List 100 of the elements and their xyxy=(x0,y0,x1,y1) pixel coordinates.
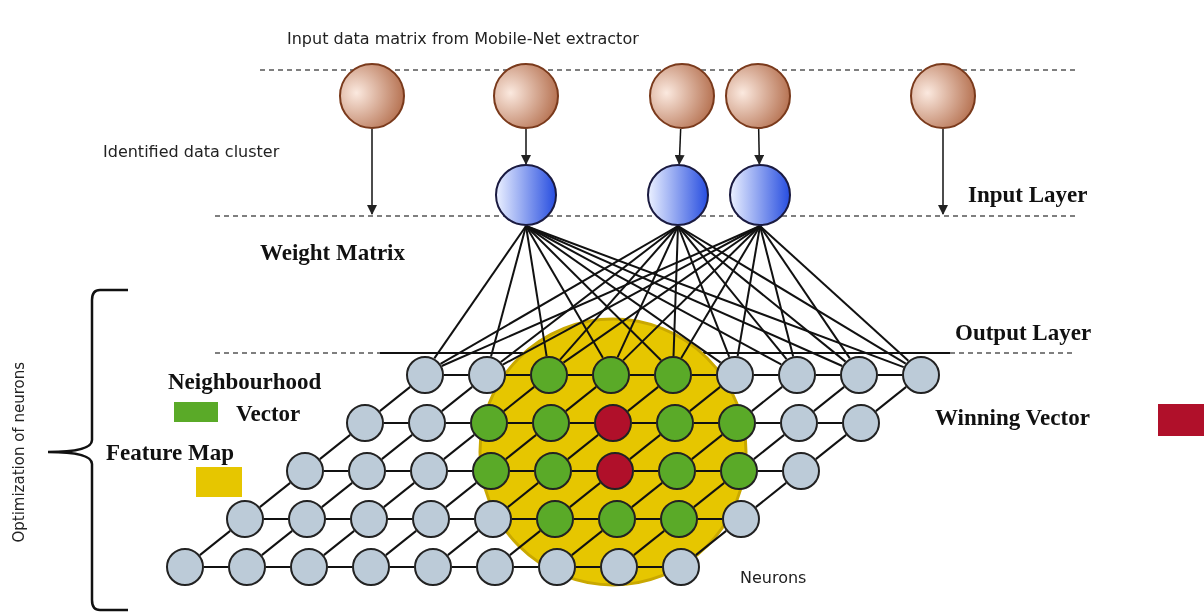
connection-line xyxy=(573,518,599,520)
side-label: Optimization of neurons xyxy=(10,361,28,543)
neuron-circle xyxy=(286,452,324,490)
neuron-circle xyxy=(350,500,388,538)
neuron-circle xyxy=(410,452,448,490)
connection-line xyxy=(320,481,354,509)
connection-line xyxy=(384,529,418,557)
heading-text: Input data matrix from Mobile-Net extractor xyxy=(287,29,639,48)
connection-line xyxy=(263,518,289,520)
connection-line xyxy=(567,374,593,376)
connection-line xyxy=(564,385,598,413)
connection-line xyxy=(443,374,469,376)
connection-line xyxy=(389,566,415,568)
neuron-circle xyxy=(408,404,446,442)
connection-line xyxy=(378,385,412,413)
connection-line xyxy=(677,225,731,358)
connection-line xyxy=(632,529,666,557)
connection-line xyxy=(692,481,726,509)
neuron-circle xyxy=(290,548,328,586)
connection-line xyxy=(812,385,846,413)
connection-line xyxy=(874,385,908,413)
connection-line xyxy=(203,566,229,568)
neuron-circle xyxy=(228,548,266,586)
connection-line xyxy=(633,470,659,472)
neuron-circle xyxy=(902,356,940,394)
neuron-circle xyxy=(472,452,510,490)
connection-line xyxy=(754,481,788,509)
legend-text: Neighbourhood Vector xyxy=(168,368,323,428)
neuron-circle xyxy=(468,356,506,394)
neuron-circle xyxy=(346,404,384,442)
connection-line xyxy=(380,433,414,461)
arrow xyxy=(938,128,948,215)
connection-line xyxy=(566,433,600,461)
connection-line xyxy=(258,481,292,509)
connection-line xyxy=(626,385,660,413)
arrow xyxy=(521,128,531,165)
annotation-text: Neurons xyxy=(740,568,807,587)
connection-line xyxy=(631,422,657,424)
connection-line xyxy=(672,225,679,357)
connection-line xyxy=(677,225,847,363)
connection-line xyxy=(323,470,349,472)
connection-line xyxy=(570,529,604,557)
connection-line xyxy=(815,374,841,376)
connection-line xyxy=(759,225,795,358)
connection-line xyxy=(817,422,843,424)
connection-line xyxy=(490,225,527,358)
connection-line xyxy=(449,518,475,520)
connection-line xyxy=(630,481,664,509)
neuron-circle xyxy=(288,500,326,538)
connection-line xyxy=(265,566,291,568)
connection-line xyxy=(688,385,722,413)
arrow xyxy=(674,128,685,165)
annotation-text: Identified data cluster xyxy=(103,142,280,161)
connection-line xyxy=(759,225,910,362)
arrow xyxy=(367,128,377,215)
neuron-circle xyxy=(778,356,816,394)
connection-line xyxy=(525,225,548,358)
connection-line xyxy=(628,433,662,461)
connection-line xyxy=(440,385,474,413)
neuron-circle xyxy=(662,548,700,586)
connection-line xyxy=(568,481,602,509)
input-layer-circle xyxy=(729,164,791,226)
connection-line xyxy=(260,529,294,557)
connection-line xyxy=(433,225,527,360)
connection-line xyxy=(382,481,416,509)
connection-line xyxy=(507,422,533,424)
connection-line xyxy=(569,422,595,424)
neuron-circle xyxy=(722,500,760,538)
connection-line xyxy=(387,518,413,520)
connection-line xyxy=(508,529,542,557)
connection-line xyxy=(447,470,473,472)
connection-line xyxy=(691,374,717,376)
neuron-circle xyxy=(166,548,204,586)
connection-line xyxy=(753,374,779,376)
neuron-circle xyxy=(474,500,512,538)
legend-text: Winning Vector xyxy=(935,405,1090,431)
layer-label: Input Layer xyxy=(968,182,1088,208)
connection-line xyxy=(322,529,356,557)
connection-line xyxy=(506,481,540,509)
neuron-circle xyxy=(780,404,818,442)
connection-line xyxy=(877,374,903,376)
connection-line xyxy=(697,518,723,520)
neuron-circle xyxy=(406,356,444,394)
connection-line xyxy=(502,385,536,413)
connection-line xyxy=(575,566,601,568)
neuron-circle xyxy=(414,548,452,586)
connection-line xyxy=(757,470,783,472)
neuron-circle xyxy=(352,548,390,586)
connection-line xyxy=(759,225,851,360)
connection-line xyxy=(513,566,539,568)
legend-text: Feature Map xyxy=(106,440,234,466)
connection-line xyxy=(693,422,719,424)
connection-line xyxy=(444,481,478,509)
connection-line xyxy=(637,566,663,568)
layer-label: Weight Matrix xyxy=(260,240,405,266)
connection-line xyxy=(680,225,761,359)
connection-line xyxy=(451,566,477,568)
connection-line xyxy=(442,433,476,461)
connection-line xyxy=(504,433,538,461)
connection-line xyxy=(318,433,352,461)
